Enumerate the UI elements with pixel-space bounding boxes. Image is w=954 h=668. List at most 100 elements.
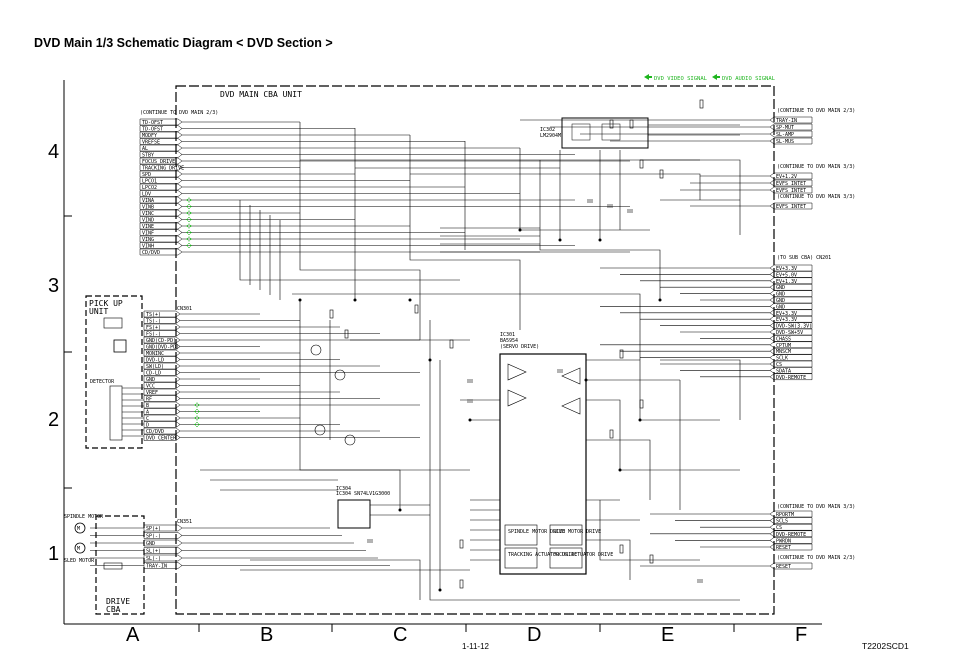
connector-header: CN301 xyxy=(177,306,192,312)
pin-label: SP(+) xyxy=(146,526,161,532)
row-label: 1 xyxy=(48,543,59,565)
row-label: 4 xyxy=(48,141,59,163)
pin-label: SL-AMP xyxy=(776,132,794,138)
connector-header: (CONTINUE TO DVD MAIN 3/3) xyxy=(777,194,855,200)
col-labels: A B C D E F xyxy=(126,624,807,646)
pin-label: VREF xyxy=(146,390,158,396)
pin-label: DVD-LD xyxy=(146,358,164,364)
pin-label: EV+5.0V xyxy=(776,272,797,278)
svg-text:IC301: IC301 xyxy=(500,332,515,338)
svg-text:SPINDLE MOTOR DRIVE: SPINDLE MOTOR DRIVE xyxy=(508,529,565,535)
connector-header: (TO SUB CBA) CN201 xyxy=(777,255,831,261)
pin-label: DVD-REMOTE xyxy=(776,375,806,381)
svg-text:FOCUS ACTUATOR DRIVE: FOCUS ACTUATOR DRIVE xyxy=(553,552,613,558)
pin-label: RESET xyxy=(776,545,791,551)
left-top-connector: (CONTINUE TO DVD MAIN 2/3) TD-OFSTTD-OFS… xyxy=(139,110,218,256)
pin-label: B xyxy=(146,403,149,409)
component-symbols xyxy=(298,99,704,592)
pin-label: DVD-SW(3.3V) xyxy=(776,324,812,330)
pin-label: RESET xyxy=(776,564,791,570)
row-label: 3 xyxy=(48,275,59,297)
ic301-servo-driver: IC301 BA5954 (SERVO DRIVE) SPINDLE MOTOR… xyxy=(499,332,613,575)
pin-label: FOCUS DRIVE xyxy=(142,159,175,165)
legend-audio-label: DVD AUDIO SIGNAL xyxy=(722,76,776,82)
pin-label: SCLK xyxy=(776,356,788,362)
pin-label: SPD xyxy=(142,172,151,178)
pin-label: AL xyxy=(142,146,148,152)
pin-label: TD-OFST xyxy=(142,127,163,133)
pin-label: VIND xyxy=(142,218,154,224)
document-id: T2202SCD1 xyxy=(862,641,909,651)
pin-label: A xyxy=(146,410,149,416)
col-label: B xyxy=(260,624,273,646)
pin-label: DVD-REMOTE xyxy=(776,532,806,538)
pin-label: GND(CD-PD) xyxy=(146,338,176,344)
pin-label: EV+3.3V xyxy=(776,266,797,272)
row-labels: 4 3 2 1 xyxy=(48,141,59,565)
pin-label: VREFSE xyxy=(142,140,160,146)
pin-label: TRAY-IN xyxy=(146,564,167,570)
pin-label: GND xyxy=(776,285,785,291)
spindle-motor-label: SPINDLE MOTOR xyxy=(64,514,104,520)
pin-label: LPCO1 xyxy=(142,179,157,185)
pin-label: RF xyxy=(146,397,152,403)
pin-label: TS(+) xyxy=(146,312,161,318)
drive-label: CBA xyxy=(106,605,121,614)
svg-text:IC304: IC304 xyxy=(336,486,351,492)
pin-label: MNSCM xyxy=(776,349,791,355)
pickup-unit-label: PICK UP xyxy=(89,299,123,308)
svg-text:SLED MOTOR DRIVE: SLED MOTOR DRIVE xyxy=(553,529,601,535)
svg-text:LM2904M: LM2904M xyxy=(540,133,561,139)
pin-label: VINB xyxy=(142,205,154,211)
page-title: DVD Main 1/3 Schematic Diagram < DVD Sec… xyxy=(34,36,333,50)
col-label: A xyxy=(126,624,140,646)
row-label: 2 xyxy=(48,409,59,431)
pin-label: C xyxy=(146,416,149,422)
pin-label: CD/DVD xyxy=(146,429,164,435)
pin-label: LPCO2 xyxy=(142,185,157,191)
page-number: 1-11-12 xyxy=(462,642,489,651)
detector-label: DETECTOR xyxy=(90,379,115,385)
pin-label: CS xyxy=(776,525,782,531)
pin-label: VINE xyxy=(142,224,154,230)
connector-header: (CONTINUE TO DVD MAIN 2/3) xyxy=(777,108,855,114)
pin-label: LDV xyxy=(142,192,151,198)
unit-label: DVD MAIN CBA UNIT xyxy=(220,90,302,99)
ic302-laser-amp: IC302 LM2904M xyxy=(540,117,649,149)
pin-label: GND xyxy=(776,292,785,298)
pin-label: EV+3.3V xyxy=(776,311,797,317)
pickup-unit-block: PICK UP UNIT DETECTOR xyxy=(85,295,143,449)
pin-label: CHASS xyxy=(776,336,791,342)
pin-label: CD/DVD xyxy=(142,250,160,256)
svg-text:IC302: IC302 xyxy=(540,127,555,133)
drive-cba-block: DRIVE CBA SPINDLE MOTOR M M SLED MOTOR xyxy=(64,514,145,615)
pin-label: VING xyxy=(142,237,154,243)
left-mid-connector: CN301 TS(+)TS(-)FS(+)FS(-)GND(CD-PD)GND(… xyxy=(143,306,192,442)
col-label: E xyxy=(661,624,674,646)
pin-label: FS(-) xyxy=(146,332,161,338)
pin-label: TD-OFST xyxy=(142,120,163,126)
pin-label: TRACKING DRIVE xyxy=(142,166,184,172)
pin-label: FS(+) xyxy=(146,325,161,331)
pin-label: GND(DVD-PD) xyxy=(146,345,179,351)
svg-text:BA5954: BA5954 xyxy=(500,338,518,344)
pin-label: GND xyxy=(776,298,785,304)
pin-label: TRAY-IN xyxy=(776,118,797,124)
pin-label: GND xyxy=(146,377,155,383)
pin-label: SP-MUT xyxy=(776,125,794,131)
signal-legend: DVD VIDEO SIGNAL DVD AUDIO SIGNAL xyxy=(644,74,776,82)
pin-label: GND xyxy=(776,304,785,310)
pin-label: EVFS INTET xyxy=(776,181,806,187)
pin-label: CD-LD xyxy=(146,371,161,377)
connector-header: CN351 xyxy=(177,519,192,525)
col-label: D xyxy=(527,624,541,646)
svg-text:TRACKING ACTUATOR DRIVE: TRACKING ACTUATOR DRIVE xyxy=(508,552,577,558)
pin-label: SL-MUS xyxy=(776,139,794,145)
pin-label: MODFY xyxy=(142,133,157,139)
pin-label: VINF xyxy=(142,231,154,237)
pickup-unit-label: UNIT xyxy=(89,307,108,316)
ic304-switch: IC304 IC304 SN74LV1G3000 xyxy=(336,486,390,529)
legend-video-label: DVD VIDEO SIGNAL xyxy=(654,76,708,82)
pin-label: RPORTM xyxy=(776,512,794,518)
